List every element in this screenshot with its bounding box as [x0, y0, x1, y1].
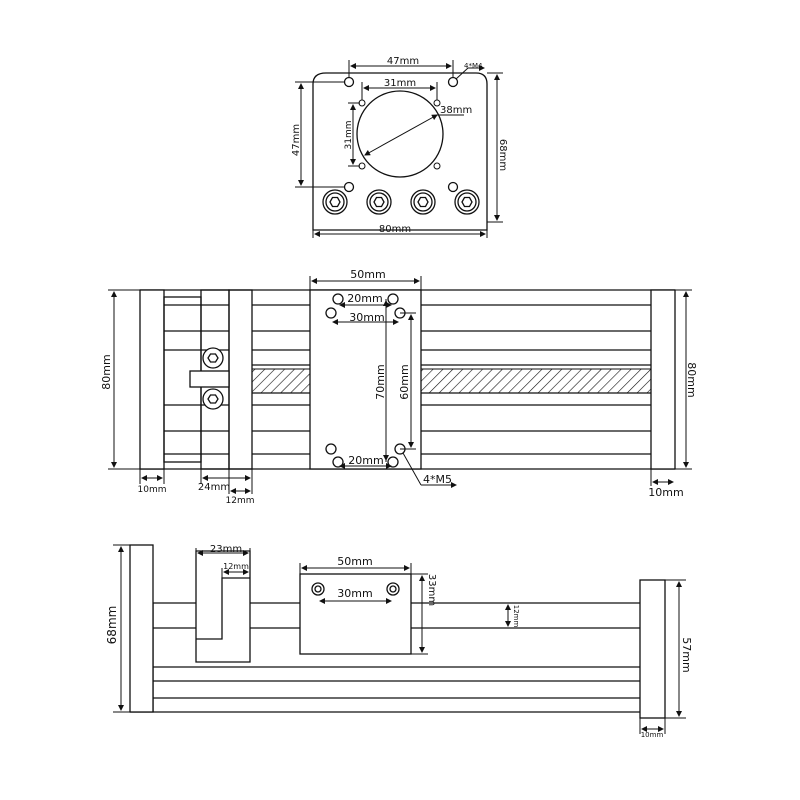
dim-plate-width: 80mm	[379, 224, 411, 235]
dim-side-bracket-inner: 12mm	[223, 562, 249, 571]
dim-hole-label: 4*M4	[464, 62, 483, 70]
screw-heads	[322, 189, 480, 215]
dim-inner-height: 31mm	[344, 121, 354, 150]
motor-holes	[358, 99, 441, 170]
motor-plate	[312, 72, 488, 231]
dim-side-slider-height: 33mm	[426, 574, 437, 606]
dim-hole-spacing: 30mm	[349, 311, 384, 324]
dim-end-width-left: 10mm	[138, 485, 167, 495]
dim-side-end-width: 10mm	[641, 731, 664, 739]
dim-bracket-inner: 12mm	[226, 496, 255, 506]
motor-bore	[356, 90, 444, 178]
dim-rail-height: 12mm	[512, 605, 520, 628]
dim-slider-width: 50mm	[350, 268, 385, 281]
side-view: 23mm 12mm 50mm 30mm 33mm 12mm 68mm 57mm …	[105, 544, 693, 739]
dim-side-slider-width: 50mm	[337, 555, 372, 568]
motor-plate-view: 47mm 31mm 4*M4 38mm 31mm 47mm 68mm 80mm	[291, 56, 508, 238]
dim-total-height: 68mm	[105, 606, 119, 645]
side-end-plate-left	[129, 544, 154, 713]
side-slider	[299, 573, 412, 655]
dim-slider-height: 70mm	[374, 364, 387, 399]
dim-circle-diameter: 38mm	[440, 105, 472, 116]
dim-thread-label: 4*M5	[423, 473, 452, 486]
dim-left-height: 80mm	[100, 354, 113, 389]
dim-bracket-width: 24mm	[198, 482, 230, 493]
dim-side-hole-spacing: 30mm	[337, 587, 372, 600]
dim-top-inner-width: 31mm	[384, 78, 416, 89]
dim-plate-height: 68mm	[497, 139, 508, 171]
dim-right-height: 80mm	[685, 362, 698, 397]
dim-top-height: 47mm	[291, 124, 302, 156]
dim-hole-spacing-bottom: 20mm	[348, 454, 383, 467]
dim-hole-spacing-top: 20mm	[347, 292, 382, 305]
dim-side-bracket-width: 23mm	[210, 544, 242, 555]
dim-top-width: 47mm	[387, 56, 419, 67]
side-bracket-step	[196, 577, 250, 640]
dim-right-height: 57mm	[680, 637, 693, 672]
dim-hole-vertical: 60mm	[398, 364, 411, 399]
right-end-plate	[650, 289, 676, 470]
motor-bracket	[163, 289, 253, 470]
dim-end-width-right: 10mm	[648, 486, 683, 499]
left-end-plate	[139, 289, 165, 470]
front-view: 50mm 20mm 30mm 20mm 70mm 60mm 4*M5 80mm …	[100, 268, 698, 506]
side-end-plate-right	[639, 579, 666, 719]
